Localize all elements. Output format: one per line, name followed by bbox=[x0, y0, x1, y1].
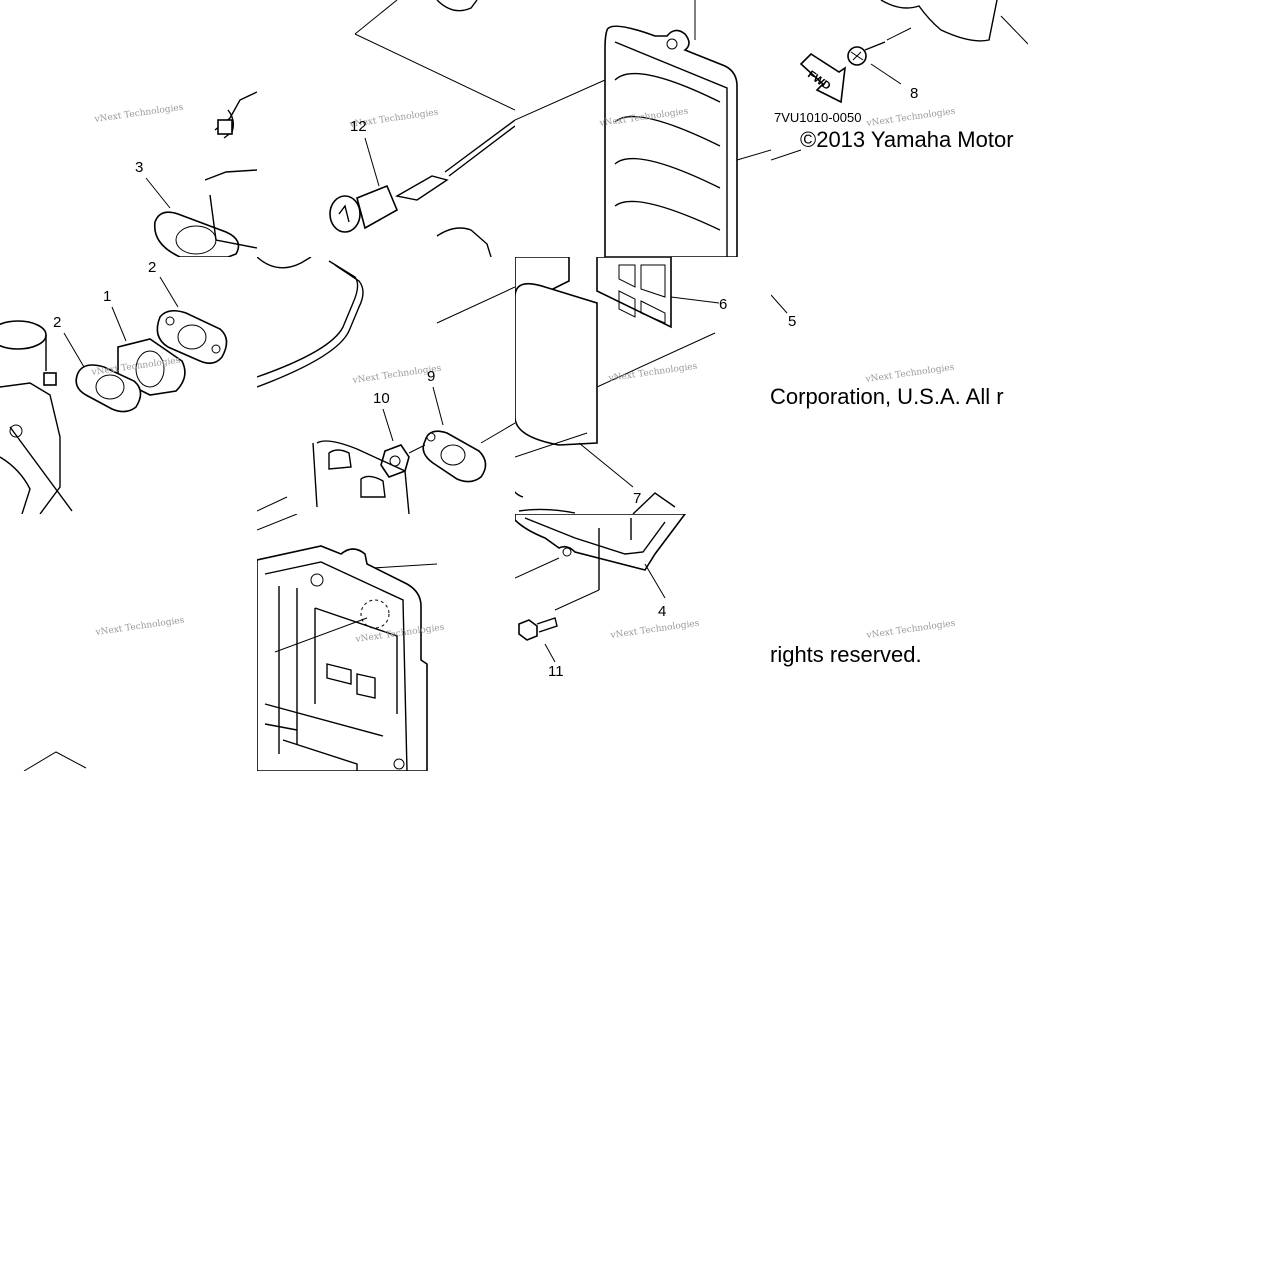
air-cleaner-case-top bbox=[312, 440, 410, 514]
leader-2b bbox=[63, 332, 85, 368]
tile-c3: 4 11 vNext Technologies bbox=[515, 514, 771, 771]
breather-hose bbox=[257, 260, 359, 378]
bolt-11-shank bbox=[536, 617, 558, 633]
leader-11 bbox=[544, 643, 556, 663]
copyright-part-1: ©2013 Yamaha Motor bbox=[800, 127, 1014, 152]
leader-3 bbox=[145, 177, 171, 209]
carburetor-bowl-top bbox=[0, 320, 47, 350]
muffler-outline bbox=[880, 0, 998, 42]
choke-nut bbox=[356, 184, 399, 230]
choke-cable bbox=[444, 119, 515, 173]
guide-line bbox=[354, 33, 515, 111]
gasket-9 bbox=[422, 430, 487, 483]
air-filter-cover bbox=[604, 25, 738, 257]
callout-10: 10 bbox=[373, 390, 390, 407]
watermark: vNext Technologies bbox=[865, 107, 956, 130]
tile-a1: vNext Technologies 3 bbox=[0, 0, 257, 257]
tile-b2: vNext Technologies 9 10 bbox=[257, 257, 515, 514]
tile-c4-drawing: vNext Technologies rights reserved. bbox=[771, 619, 956, 667]
tile-c1: vNext Technologies bbox=[0, 514, 257, 771]
choke-knob bbox=[329, 195, 361, 233]
callout-2b: 2 bbox=[53, 314, 61, 331]
lower-bracket bbox=[23, 751, 87, 771]
air-cleaner-case bbox=[257, 545, 428, 771]
watermark: vNext Technologies bbox=[607, 362, 698, 385]
case-hole bbox=[310, 573, 324, 587]
tile-a3: vNext Technologies bbox=[515, 0, 771, 257]
tile-b4: 5 vNext Technologies Corporation, U.S.A.… bbox=[771, 257, 1028, 514]
callout-2: 2 bbox=[148, 259, 156, 276]
callout-11: 11 bbox=[548, 663, 564, 680]
leader-4 bbox=[644, 563, 666, 599]
callout-1: 1 bbox=[103, 288, 111, 305]
gasket-2-lower bbox=[75, 364, 142, 413]
air-duct bbox=[436, 227, 492, 257]
tile-a2-drawing: vNext Technologies 12 bbox=[314, 0, 515, 257]
cover-hole bbox=[666, 38, 678, 50]
bolt-11-head bbox=[518, 619, 538, 641]
watermark: vNext Technologies bbox=[93, 103, 184, 126]
tile-b1-drawing: 2 1 2 vNext Technologies bbox=[0, 259, 228, 514]
callout-8: 8 bbox=[910, 85, 918, 102]
callout-7: 7 bbox=[633, 490, 641, 507]
gasket-2-upper bbox=[156, 309, 228, 365]
callout-12: 12 bbox=[350, 118, 367, 135]
callout-4: 4 bbox=[658, 603, 666, 620]
cover-bottom bbox=[515, 514, 686, 571]
foam-element bbox=[515, 282, 598, 446]
tile-c4: vNext Technologies rights reserved. bbox=[771, 514, 1028, 771]
leader-6 bbox=[670, 296, 720, 304]
tile-c2-drawing: vNext Technologies bbox=[257, 514, 445, 771]
leader-12 bbox=[364, 137, 380, 187]
tile-c3-drawing: 4 11 vNext Technologies bbox=[515, 514, 700, 680]
cover-rib bbox=[614, 72, 721, 103]
carburetor-body bbox=[0, 382, 61, 514]
tile-b4-drawing: 5 vNext Technologies Corporation, U.S.A.… bbox=[771, 294, 1004, 409]
upper-gasket bbox=[436, 0, 478, 12]
leader-1 bbox=[111, 306, 127, 342]
callout-9: 9 bbox=[427, 368, 435, 385]
tile-b2-drawing: vNext Technologies 9 10 bbox=[257, 257, 515, 514]
tile-b1: 2 1 2 vNext Technologies bbox=[0, 257, 257, 514]
watermark: vNext Technologies bbox=[94, 616, 185, 639]
watermark: vNext Technologies bbox=[609, 619, 700, 642]
leader-7 bbox=[578, 442, 634, 488]
fwd-arrow bbox=[799, 52, 846, 104]
callout-5: 5 bbox=[788, 313, 796, 330]
choke-cable-end bbox=[395, 175, 449, 201]
callout-6: 6 bbox=[719, 296, 727, 313]
leader-10 bbox=[382, 408, 394, 442]
tile-a4-drawing: FWD 8 7VU1010-0050 vNext Technologies ©2… bbox=[771, 0, 1028, 161]
copyright-part-3: rights reserved. bbox=[771, 642, 922, 667]
watermark: vNext Technologies bbox=[865, 619, 956, 642]
leader-5 bbox=[771, 294, 788, 314]
tile-a2: vNext Technologies 12 bbox=[257, 0, 515, 257]
tile-a4: FWD 8 7VU1010-0050 vNext Technologies ©2… bbox=[771, 0, 1028, 257]
watermark: vNext Technologies bbox=[864, 363, 955, 386]
leader-8 bbox=[870, 63, 902, 85]
tile-c2: vNext Technologies bbox=[257, 514, 515, 771]
intake-dashed bbox=[360, 599, 390, 629]
copyright-part-2: Corporation, U.S.A. All r bbox=[771, 384, 1004, 409]
tile-a3-drawing: vNext Technologies bbox=[515, 0, 771, 257]
drawing-code: 7VU1010-0050 bbox=[774, 110, 861, 125]
air-filter-element bbox=[596, 257, 672, 329]
gasket-3 bbox=[153, 211, 240, 257]
callout-3: 3 bbox=[135, 159, 143, 176]
tile-a1-drawing: vNext Technologies 3 bbox=[93, 91, 257, 257]
leader-9 bbox=[432, 386, 444, 426]
carburetor-screw bbox=[217, 119, 233, 135]
tile-b3: 6 vNext Technologies 7 bbox=[515, 257, 771, 514]
leader-2 bbox=[159, 276, 179, 308]
tile-c1-drawing: vNext Technologies bbox=[23, 616, 185, 771]
screw-8-shank bbox=[864, 41, 886, 51]
tile-b3-drawing: 6 vNext Technologies 7 bbox=[515, 257, 727, 514]
air-duct-lower bbox=[257, 257, 312, 269]
